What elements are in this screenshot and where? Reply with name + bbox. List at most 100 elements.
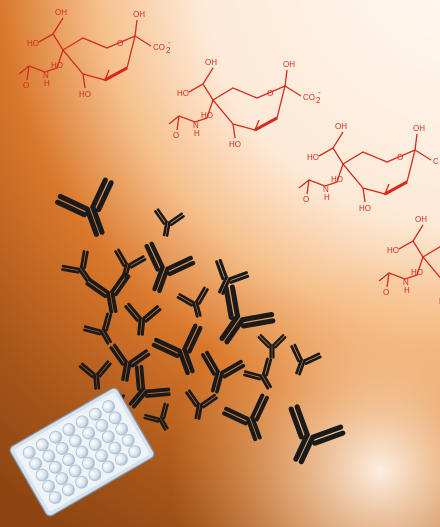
plate-well (115, 422, 129, 436)
plate-well (88, 468, 102, 481)
plate-well (42, 449, 56, 463)
carbonyl-oxygen-label: O (23, 81, 29, 90)
plate-well (89, 407, 102, 421)
hydroxyl-label: OH (133, 10, 145, 19)
carbonyl-oxygen-label: O (383, 288, 389, 297)
ring-oxygen-label: O (267, 89, 273, 98)
hydroxyl-label: HO (359, 204, 371, 213)
antibody-y-icon (83, 312, 113, 345)
hydroxyl-label: HO (51, 61, 63, 70)
ring-oxygen-label: O (117, 39, 123, 48)
plate-well (75, 445, 89, 459)
antibody-y-icon (288, 404, 346, 465)
plate-well (35, 468, 49, 482)
antibody-y-icon (154, 208, 185, 237)
hydroxyl-label: OH (205, 58, 217, 67)
amide-n-label: N (43, 71, 49, 80)
hydroxyl-label: OH (335, 122, 347, 131)
antibody-y-icon (144, 241, 196, 294)
amide-h-label: H (194, 129, 200, 138)
antibody-y-icon (219, 284, 276, 345)
hydroxyl-label: HO (387, 246, 399, 255)
carbonyl-oxygen-label: O (303, 195, 309, 204)
antibody-y-icon (143, 402, 169, 431)
carboxylate-label: CO (303, 93, 315, 102)
plate-well (95, 419, 109, 432)
hydroxyl-label: OH (283, 60, 295, 69)
charge-label: - (318, 88, 321, 97)
antibody-y-icon (78, 360, 112, 390)
ring-oxygen-label: O (397, 153, 403, 162)
carboxylate-label: C (433, 157, 439, 166)
antibody-y-icon (185, 389, 218, 420)
plate-well (69, 434, 82, 448)
hydroxyl-label: HO (79, 90, 91, 99)
plate-well (55, 472, 69, 486)
plate-well (108, 441, 122, 455)
charge-label: - (168, 38, 171, 47)
antibody-y-icon (85, 271, 131, 314)
hydroxyl-label: HO (331, 175, 343, 184)
antibody-y-icon (128, 365, 171, 409)
plate-well (108, 411, 122, 425)
plate-well (75, 475, 89, 489)
hydroxyl-label: OH (415, 215, 427, 224)
amide-h-label: H (404, 286, 410, 295)
antibody-cloud (55, 177, 346, 465)
antibody-y-icon (114, 248, 147, 280)
plate-well (121, 433, 135, 447)
sialic-acid-molecule: OHHOHONHOHO (378, 215, 440, 306)
plate-well (95, 449, 109, 463)
plate-well (115, 452, 128, 466)
antibody-y-icon (222, 393, 269, 442)
hydroxyl-label: HO (201, 111, 213, 120)
antibody-y-icon (243, 357, 273, 390)
hydroxyl-label: OH (413, 124, 425, 133)
hydroxyl-label: HO (411, 268, 423, 277)
hydroxyl-label: OH (55, 8, 67, 17)
plate-well (102, 400, 116, 413)
hydroxyl-label: HO (229, 140, 241, 149)
plate-well (49, 430, 63, 444)
antibody-y-icon (176, 286, 209, 318)
plate-well (82, 456, 95, 470)
plate-well (36, 438, 49, 452)
antibody-y-icon (151, 323, 203, 376)
amide-n-label: N (323, 185, 329, 194)
plate-well (102, 430, 115, 444)
hydroxyl-label: HO (177, 89, 189, 98)
carbonyl-oxygen-label: O (173, 131, 179, 140)
antibody-y-icon (201, 350, 246, 394)
amide-h-label: H (324, 193, 330, 202)
plate-well (82, 426, 96, 440)
plate-well (49, 460, 62, 474)
antibody-y-icon (215, 258, 250, 295)
antibody-y-icon (109, 343, 151, 382)
antibody-y-icon (257, 334, 287, 359)
amide-n-label: N (403, 278, 409, 287)
plate-well (42, 479, 56, 493)
carboxylate-label: CO (153, 43, 165, 52)
antibody-y-icon (290, 343, 322, 376)
plate-well (101, 460, 115, 474)
plate-well (29, 457, 43, 471)
amide-h-label: H (44, 79, 50, 88)
plate-well (128, 445, 142, 459)
hydroxyl-label: HO (27, 39, 39, 48)
plate-well (88, 438, 102, 451)
plate-well (55, 442, 69, 455)
plate-well (62, 423, 76, 436)
hydroxyl-label: HO (307, 153, 319, 162)
antibody-y-icon (55, 177, 114, 237)
antibody-y-icon (61, 250, 91, 283)
antibody-y-icon (124, 302, 162, 336)
carboxylate-subscript: 2 (316, 96, 321, 105)
plate-well (22, 446, 36, 459)
well-plate-icon (9, 387, 155, 517)
plate-well (48, 491, 62, 504)
plate-well (68, 464, 82, 478)
